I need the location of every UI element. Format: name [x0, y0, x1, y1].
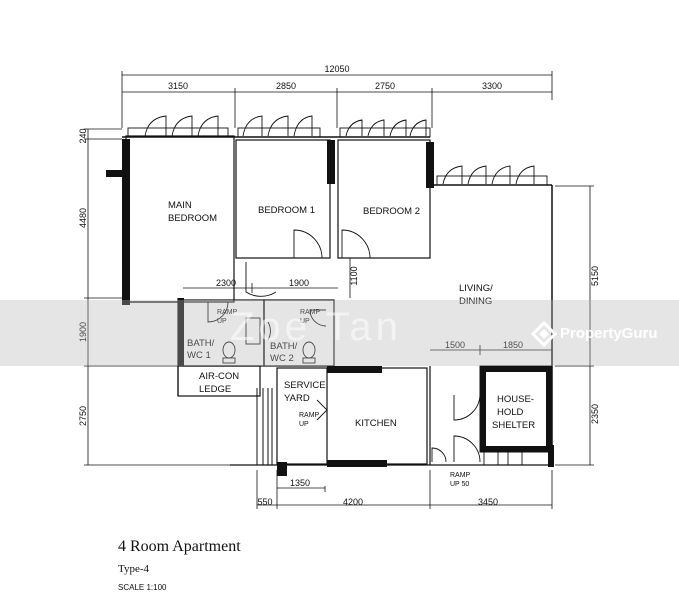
- room-bath1-line1: BATH/: [187, 338, 215, 349]
- dimension-lines: [84, 71, 594, 509]
- plan-title: 4 Room Apartment: [118, 538, 241, 555]
- dim-left-4: 2750: [78, 406, 88, 426]
- room-bedroom-2: BEDROOM 2: [363, 206, 420, 217]
- dim-top-1: 3150: [168, 81, 188, 91]
- dim-bottom-1: 550: [257, 497, 272, 507]
- dim-left-2: 4480: [78, 208, 88, 228]
- ramp-bath2-label: RAMP: [300, 309, 321, 316]
- ramp-service-up: UP: [299, 421, 309, 428]
- dim-top-3: 2750: [375, 81, 395, 91]
- ramp-service-label: RAMP: [299, 412, 320, 419]
- toilets: [222, 317, 316, 364]
- room-living-line2: DINING: [459, 296, 492, 307]
- plan-subtitle: Type-4: [118, 563, 149, 575]
- room-main-bedroom-line2: BEDROOM: [168, 213, 217, 224]
- room-shelter-line1: HOUSE-: [497, 394, 534, 405]
- plan-scale: SCALE 1:100: [118, 583, 167, 592]
- dim-bottom-2: 1350: [290, 478, 310, 488]
- room-aircon-line2: LEDGE: [199, 384, 231, 395]
- dim-right-1: 5150: [590, 266, 600, 286]
- room-bath2-line1: BATH/: [270, 341, 298, 352]
- dim-left-1: 240: [78, 128, 88, 143]
- watermark-band: [0, 300, 679, 366]
- dim-1900: 1900: [289, 278, 309, 288]
- room-shelter-line2: HOLD: [497, 407, 524, 418]
- room-bath1-line2: WC 1: [187, 350, 211, 361]
- dim-top-4: 3300: [482, 81, 502, 91]
- ramp-bath2-up: UP: [300, 318, 310, 325]
- room-bedroom-1: BEDROOM 1: [258, 205, 315, 216]
- room-service-line1: SERVICE: [284, 380, 326, 391]
- propertyguru-logo-icon: [531, 321, 557, 347]
- room-kitchen: KITCHEN: [355, 418, 397, 429]
- room-service-line2: YARD: [284, 393, 310, 404]
- dim-2300: 2300: [216, 278, 236, 288]
- dim-right-2: 2350: [590, 404, 600, 424]
- ramp-bath1-up: UP: [217, 318, 227, 325]
- dim-left-3: 1900: [78, 322, 88, 342]
- windows: [123, 115, 548, 267]
- room-aircon-line1: AIR-CON: [199, 371, 239, 382]
- room-bath2-line2: WC 2: [270, 353, 294, 364]
- room-shelter-line3: SHELTER: [492, 420, 535, 431]
- ramp-entry-label: RAMP: [450, 472, 471, 479]
- room-main-bedroom-line1: MAIN: [168, 200, 192, 211]
- room-living-line1: LIVING/: [459, 283, 493, 294]
- watermark-agent-name: Zoe Tan: [230, 305, 402, 349]
- dim-overall-top: 12050: [324, 64, 349, 74]
- ramp-entry-up: UP 50: [450, 481, 469, 488]
- door-swings: [207, 229, 523, 466]
- ramp-bath1-label: RAMP: [217, 309, 238, 316]
- watermark-brand: PropertyGuru: [560, 325, 658, 342]
- dim-1500: 1500: [445, 340, 465, 350]
- dim-bottom-4: 3450: [478, 497, 498, 507]
- dim-top-2: 2850: [276, 81, 296, 91]
- dim-1100: 1100: [349, 266, 359, 285]
- dim-1850: 1850: [503, 340, 523, 350]
- dim-bottom-3: 4200: [343, 497, 363, 507]
